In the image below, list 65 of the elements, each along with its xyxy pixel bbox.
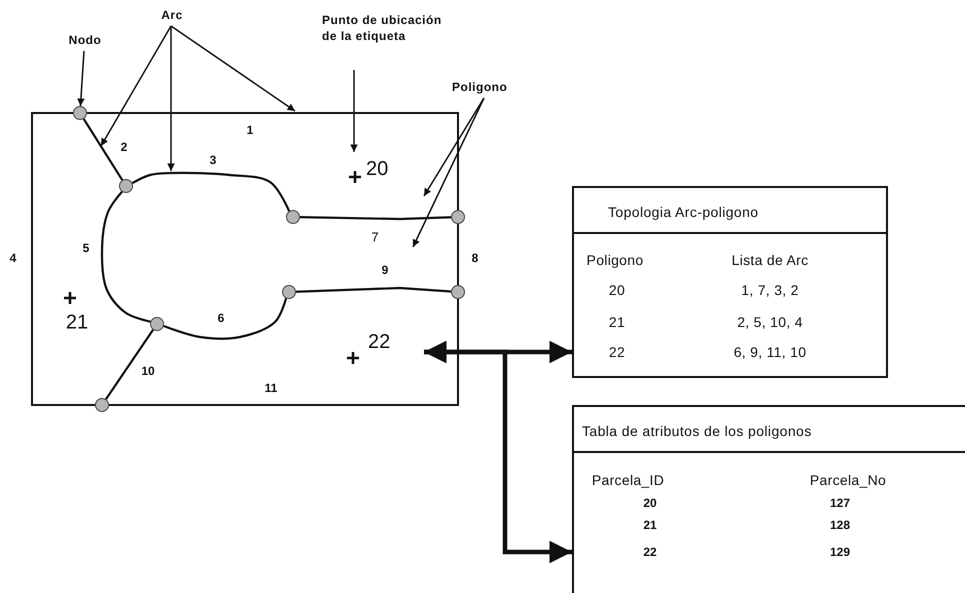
arc-line — [296, 286, 452, 293]
connector-arrow — [424, 340, 572, 564]
arc-number: 3 — [210, 153, 216, 167]
table-title: Topologia Arc-poligono — [574, 188, 886, 234]
polygon-label: 20 — [348, 152, 394, 184]
polygon-label: 21 — [66, 312, 88, 334]
annotation-text: Punto de ubicación de la etiqueta — [322, 12, 446, 70]
leader-arrow — [423, 98, 485, 196]
topology-table — [572, 186, 888, 378]
arc-number: 8 — [472, 251, 478, 265]
node-point — [150, 317, 164, 331]
arc-number: 9 — [382, 263, 388, 277]
table-cell: 20 — [608, 282, 626, 298]
annotation-text: Poligono — [452, 80, 526, 98]
arc-line — [105, 329, 154, 400]
table-cell: 22 — [608, 344, 626, 360]
table-cell: 22 — [643, 545, 657, 559]
table-cell: Lista de Arc — [732, 252, 808, 268]
arc-number: 7 — [371, 230, 379, 244]
table-cell: 129 — [830, 545, 850, 559]
attribute-table — [572, 405, 965, 593]
arc-number: 5 — [82, 241, 90, 255]
table-cell: 128 — [830, 518, 850, 532]
table-cell: Poligono — [586, 252, 644, 268]
node-point — [73, 106, 87, 120]
leader-arrow — [77, 50, 85, 106]
arc-line — [82, 118, 124, 181]
arc-number: 4 — [10, 251, 16, 265]
table-cell: 21 — [608, 314, 626, 330]
arc-line — [109, 299, 459, 406]
arc-line — [163, 298, 288, 340]
arc-line — [100, 191, 151, 323]
leader-arrow — [167, 26, 175, 171]
arc-number: 10 — [141, 364, 155, 378]
arc-line — [300, 216, 452, 220]
leader-arrow — [412, 98, 485, 248]
table-cell: 2, 5, 10, 4 — [737, 314, 803, 330]
arc-line — [31, 112, 95, 406]
node-point — [119, 179, 133, 193]
annotation-text: Nodo — [62, 33, 108, 51]
leader-arrow — [170, 25, 296, 112]
table-cell: 6, 9, 11, 10 — [734, 344, 806, 360]
table-cell: Parcela_ID — [592, 472, 664, 488]
arc-number: 11 — [264, 381, 278, 395]
node-point — [451, 285, 465, 299]
arc-line — [132, 172, 290, 212]
node-point — [286, 210, 300, 224]
table-cell: 127 — [830, 496, 850, 510]
table-cell: 21 — [643, 518, 657, 532]
table-title: Tabla de atributos de los poligonos — [574, 407, 965, 453]
table-cell: Parcela_No — [810, 472, 886, 488]
leader-arrow — [100, 26, 172, 146]
leader-arrow — [350, 70, 358, 152]
node-point — [95, 398, 109, 412]
arc-line — [87, 112, 459, 210]
arc-number: 2 — [120, 140, 128, 154]
polygon-label: 22 — [346, 330, 424, 364]
node-point — [451, 210, 465, 224]
annotation-text: Arc — [150, 8, 194, 26]
table-cell: 1, 7, 3, 2 — [741, 282, 799, 298]
table-cell: 20 — [643, 496, 657, 510]
arc-number: 1 — [246, 123, 254, 137]
arc-number: 6 — [218, 311, 224, 325]
arc-line — [457, 224, 459, 285]
node-point — [282, 285, 296, 299]
